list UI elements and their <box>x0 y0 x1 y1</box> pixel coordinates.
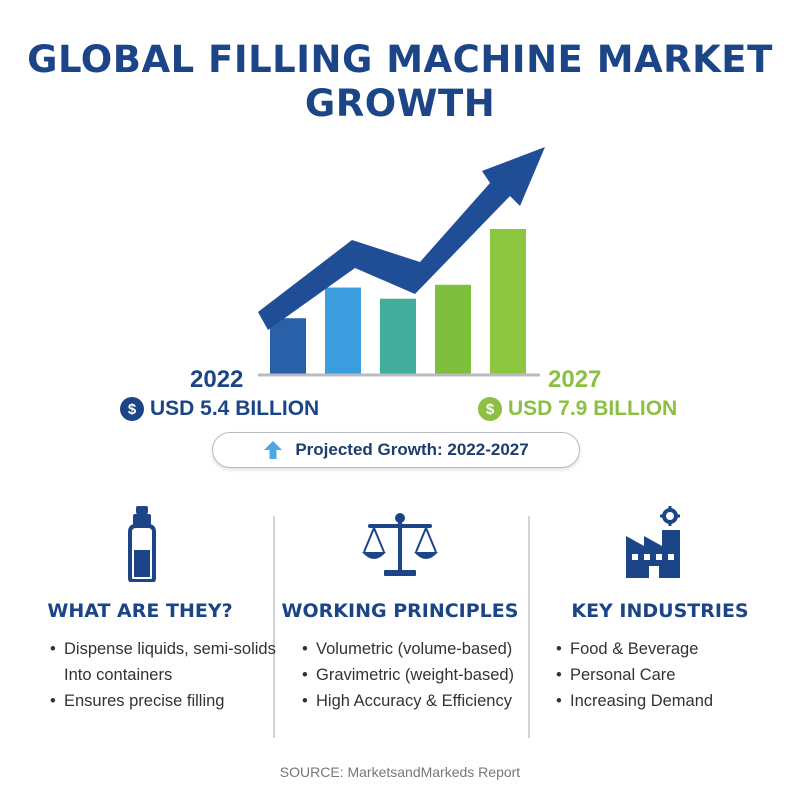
projection-label: Projected Growth: 2022-2027 <box>295 440 529 459</box>
source-note: SOURCE: MarketsandMarkeds Report <box>279 764 521 780</box>
column-divider <box>528 516 530 738</box>
scale-icon <box>362 513 438 576</box>
dollar-coin-icon: $ <box>120 397 144 421</box>
start-year: 2022 <box>190 366 244 393</box>
bullet-list: •Food & Beverage •Personal Care •Increas… <box>556 636 713 714</box>
end-value: $ USD 7.9 BILLION <box>478 397 677 421</box>
title-line-1: GLOBAL FILLING MACHINE MARKET <box>27 38 773 81</box>
list-item: •Increasing Demand <box>556 692 714 710</box>
growth-chart <box>258 147 545 377</box>
list-item: •Personal Care <box>556 666 676 684</box>
factory-icon <box>626 506 680 578</box>
list-item: •Ensures precise filling <box>50 692 225 710</box>
title-line-2: GROWTH <box>304 82 496 125</box>
bullet-list: •Dispense liquids, semi-solids Into cont… <box>50 636 276 714</box>
start-value-label: USD 5.4 BILLION <box>150 397 320 420</box>
column-divider <box>273 516 275 738</box>
list-item: •High Accuracy & Efficiency <box>302 692 512 710</box>
end-year: 2027 <box>548 366 602 393</box>
list-item: •Food & Beverage <box>556 640 699 658</box>
trend-arrow <box>258 147 545 330</box>
chart-bar <box>270 318 306 374</box>
list-item: Into containers <box>64 666 173 684</box>
list-item: •Gravimetric (weight-based) <box>302 666 515 684</box>
chart-bar <box>490 229 526 374</box>
end-value-label: USD 7.9 BILLION <box>508 397 678 420</box>
projection-badge: Projected Growth: 2022-2027 <box>212 432 580 468</box>
column-heading: WHAT ARE THEY? <box>47 600 233 622</box>
list-item: •Dispense liquids, semi-solids <box>50 640 276 658</box>
bullet-list: •Volumetric (volume-based) •Gravimetric … <box>302 636 514 714</box>
chart-bar <box>325 287 361 374</box>
bottle-icon <box>128 506 156 582</box>
page-title: GLOBAL FILLING MACHINE MARKET GROWTH <box>0 38 800 126</box>
column-heading: WORKING PRINCIPLES <box>281 600 519 622</box>
chart-bar <box>380 298 416 374</box>
dollar-coin-icon: $ <box>478 397 502 421</box>
chart-bar <box>435 284 471 374</box>
list-item: •Volumetric (volume-based) <box>302 640 513 658</box>
column-heading: KEY INDUSTRIES <box>571 600 749 622</box>
start-value: $ USD 5.4 BILLION <box>120 397 319 421</box>
up-arrow-icon <box>264 441 283 459</box>
